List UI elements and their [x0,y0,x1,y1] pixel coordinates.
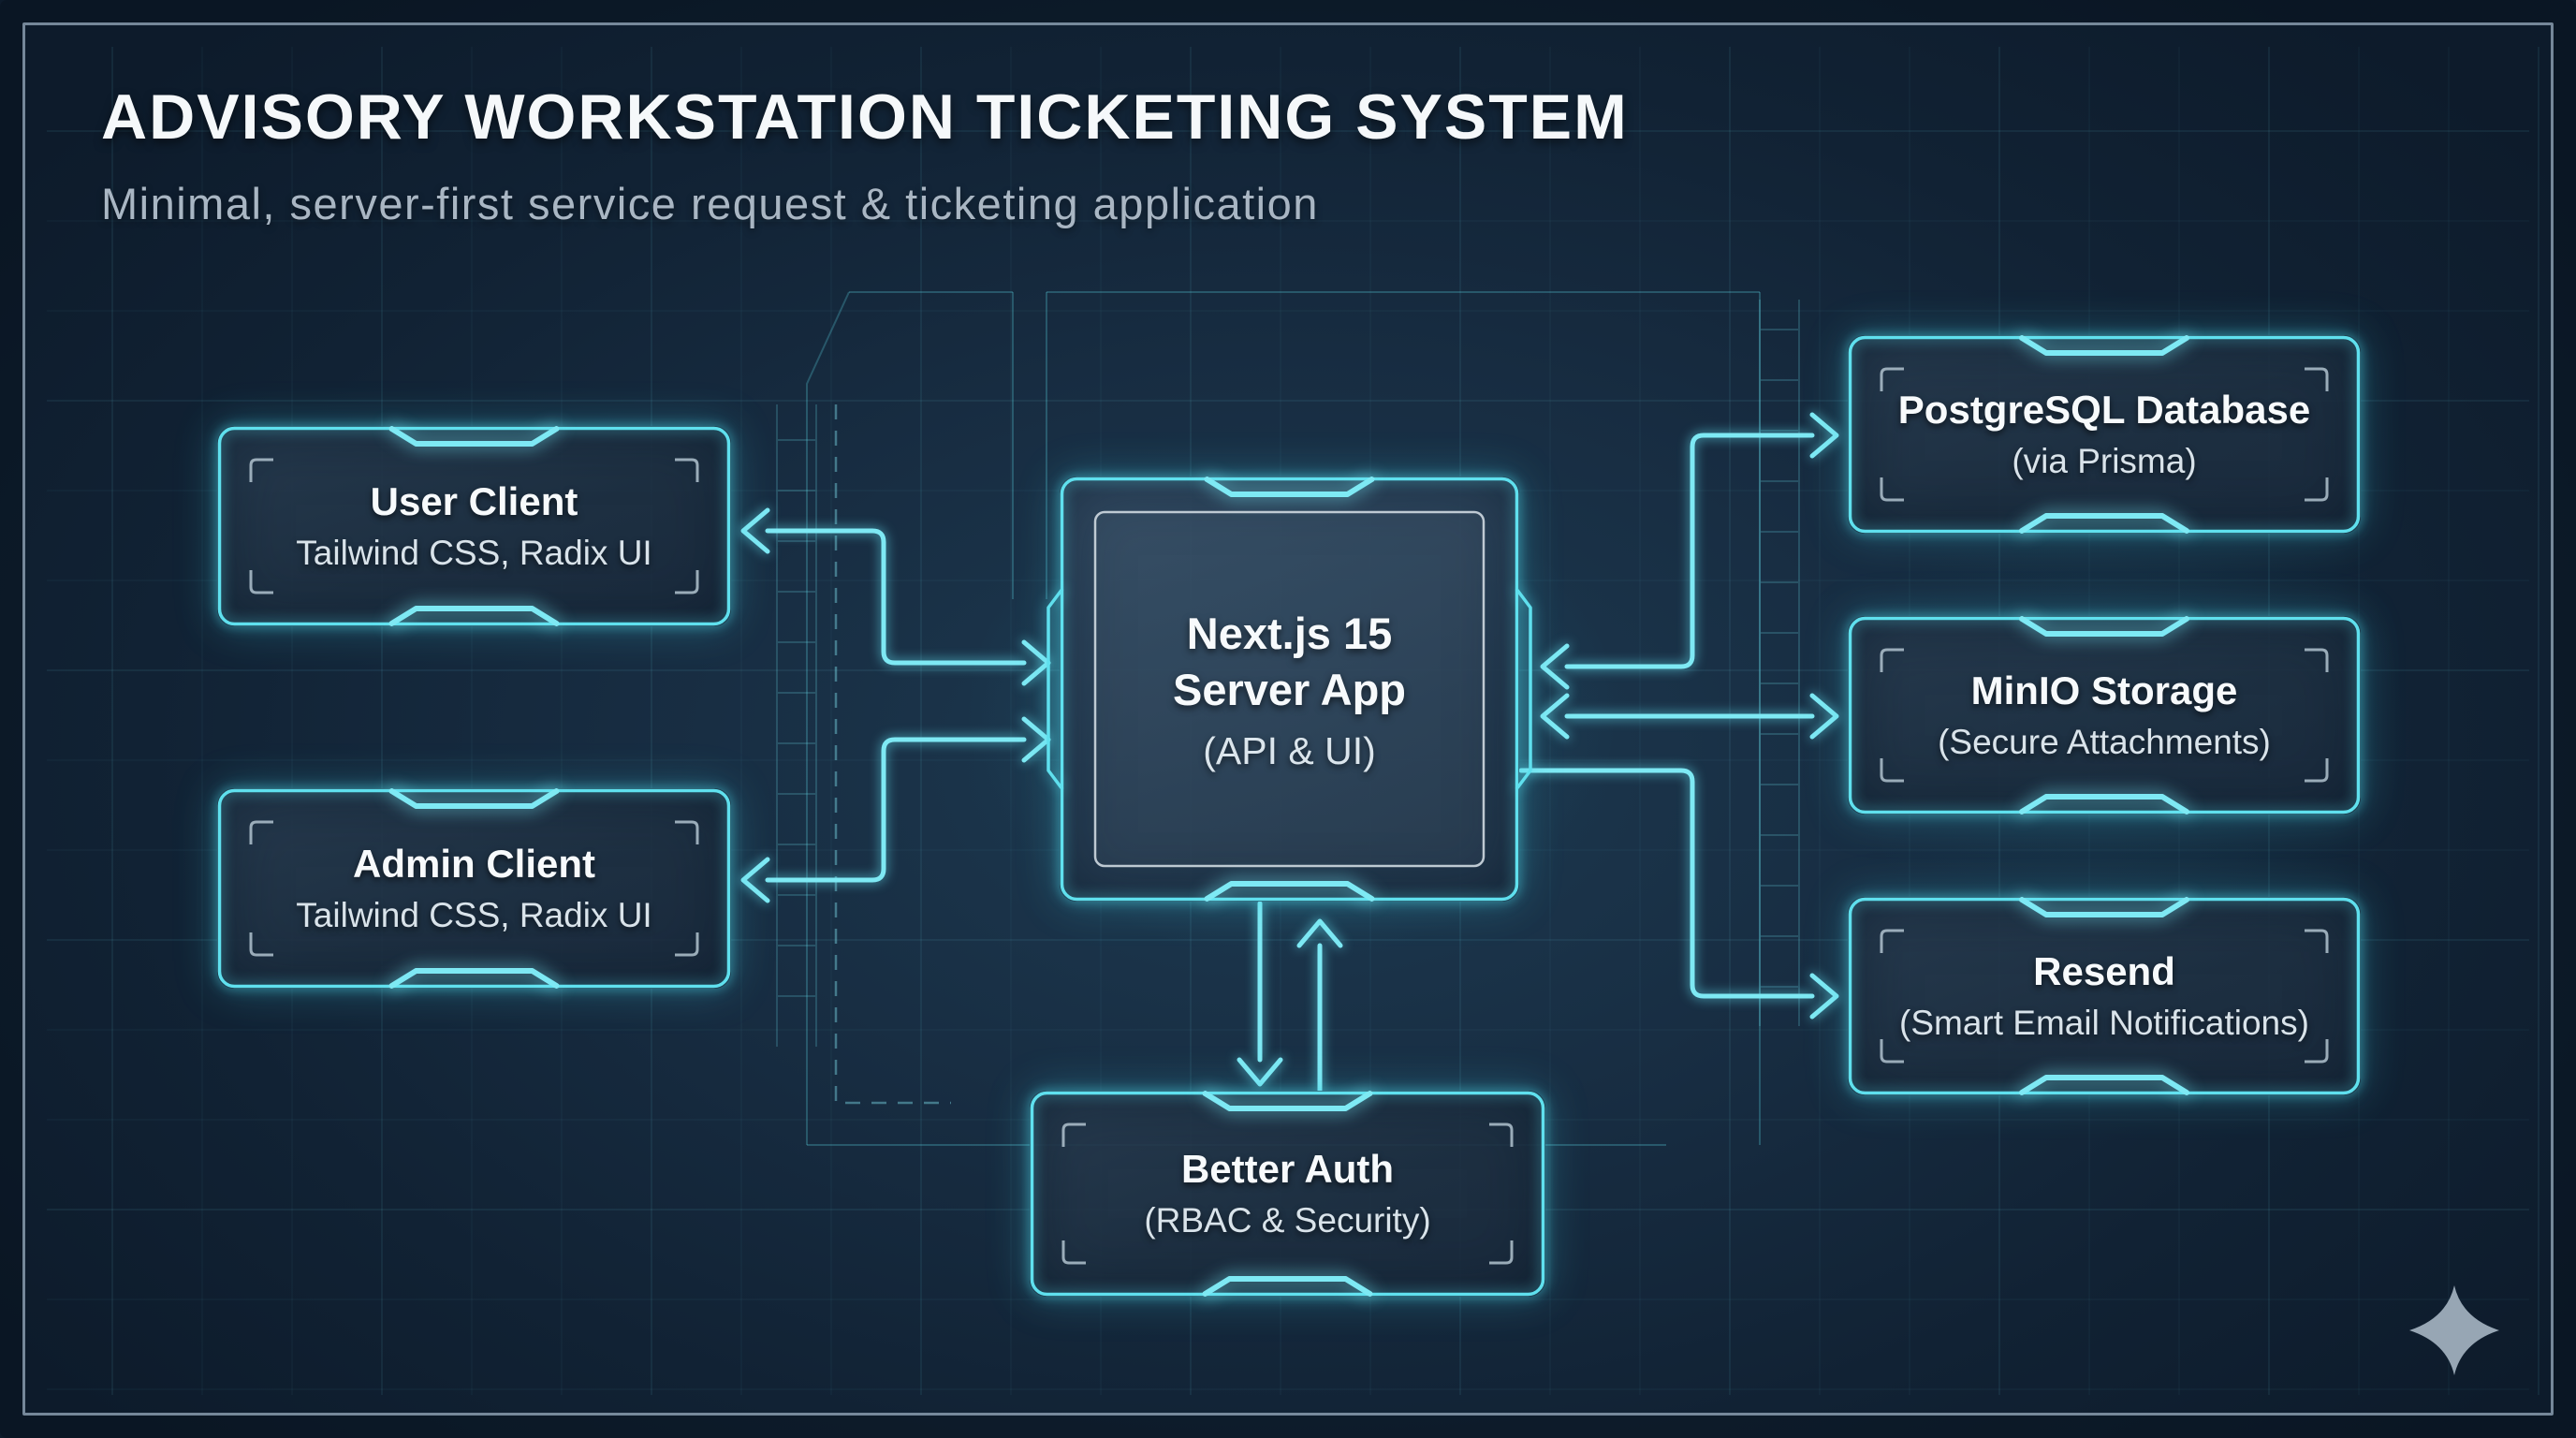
bottom-tab-accent [1202,1276,1373,1297]
node-title: Better Auth [1180,1147,1395,1191]
node-resend: Resend (Smart Email Notifications) [1848,897,2361,1095]
arrowhead-to-postgres [1809,412,1839,459]
top-tab-accent [2019,335,2189,356]
bottom-tab-accent [388,968,560,989]
connection-arrows [740,412,1839,1093]
corner-bracket [1061,1240,1086,1265]
node-subtitle: (Secure Attachments) [1938,723,2271,761]
node-title: User Client [370,479,578,523]
corner-bracket [1061,1123,1086,1147]
node-subtitle: Tailwind CSS, Radix UI [296,896,652,934]
bottom-tab-accent [388,606,560,626]
corner-bracket [675,820,699,844]
top-tab-accent [388,788,560,809]
arrowhead-from-minio [1540,693,1570,740]
dashed-guide-line [834,404,951,1105]
arrowhead-to-resend [1809,973,1839,1020]
node-server: Next.js 15 Server App (API & UI) [1046,477,1532,902]
ladder-decoration-left [776,404,817,1047]
node-subtitle: (via Prisma) [2012,442,2197,480]
sparkle-icon [2409,1285,2499,1375]
bottom-tab-accent [2019,1075,2189,1095]
corner-bracket [2305,758,2329,783]
ladder-decoration-right [1759,300,1800,1026]
page-subtitle: Minimal, server-first service request & … [101,179,1319,228]
top-tab-accent [2019,616,2189,637]
node-title: Admin Client [353,842,595,886]
top-tab-accent [388,426,560,447]
node-user-client: User Client Tailwind CSS, Radix UI [217,426,731,626]
top-tab-accent [2019,897,2189,917]
top-tab-accent [1202,1091,1373,1111]
page-title: ADVISORY WORKSTATION TICKETING SYSTEM [101,81,1629,153]
corner-bracket [1489,1240,1514,1265]
node-title: MinIO Storage [1970,668,2238,712]
arrowhead-to-server-bottom [1296,918,1343,948]
bottom-tab-accent [1204,881,1375,902]
corner-bracket [1880,758,1904,783]
arrowhead-to-server-upper [1021,639,1051,686]
node-title: Resend [2033,949,2175,993]
corner-bracket [675,570,699,594]
node-postgresql-database: PostgreSQL Database (via Prisma) [1848,335,2361,534]
arrowhead-to-minio [1809,693,1839,740]
corner-bracket [1489,1123,1514,1147]
node-better-auth: Better Auth (RBAC & Security) [1030,1091,1545,1297]
arrowhead-to-user-client [740,507,770,554]
top-tab-accent [1204,477,1375,497]
header: ADVISORY WORKSTATION TICKETING SYSTEM Mi… [101,81,1629,229]
arrowhead-from-postgres [1540,643,1570,690]
node-title-line1: Next.js 15 [1186,608,1393,658]
corner-bracket [1880,648,1904,672]
arrowhead-to-better-auth [1237,1057,1283,1087]
corner-bracket [675,932,699,957]
arrowhead-to-admin-client [740,857,770,903]
corner-bracket [2305,648,2329,672]
node-minio-storage: MinIO Storage (Secure Attachments) [1848,616,2361,814]
node-subtitle: (Smart Email Notifications) [1899,1004,2309,1042]
bottom-tab-accent [2019,513,2189,534]
node-subtitle: Tailwind CSS, Radix UI [296,534,652,572]
arrowhead-to-server-lower [1021,716,1051,763]
corner-bracket [249,820,273,844]
node-admin-client: Admin Client Tailwind CSS, Radix UI [217,788,731,989]
node-subtitle: (API & UI) [1203,728,1376,772]
corner-bracket [249,458,273,482]
corner-bracket [249,570,273,594]
node-title: PostgreSQL Database [1897,388,2311,432]
bottom-tab-accent [2019,794,2189,814]
corner-bracket [675,458,699,482]
node-title-line2: Server App [1172,664,1407,714]
corner-bracket [249,932,273,957]
node-subtitle: (RBAC & Security) [1144,1201,1431,1240]
